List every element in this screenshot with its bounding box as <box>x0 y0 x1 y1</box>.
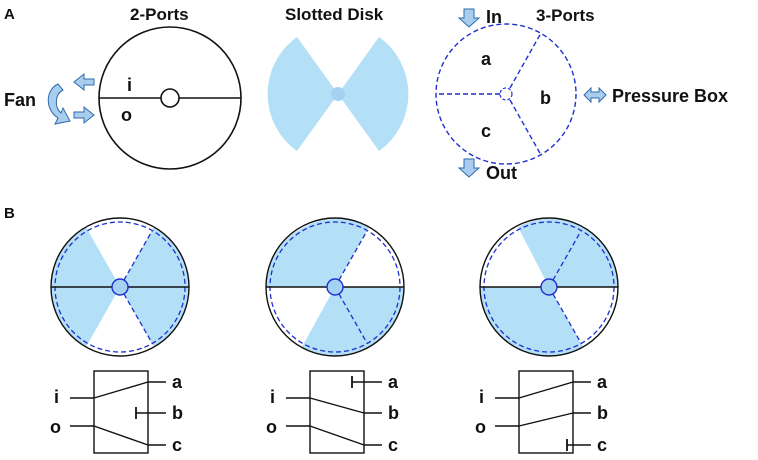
port-label-i: i <box>127 75 132 95</box>
disk-1-slot-upper-left <box>51 227 120 287</box>
slotted-disk-title: Slotted Disk <box>285 5 384 24</box>
schematic-2-in-i: i <box>270 387 275 407</box>
schematic-2-path-o-c <box>309 425 365 446</box>
disk-1-slot-right <box>120 227 189 287</box>
schematic-1-in-o: o <box>50 417 61 437</box>
schematic-3-path-o-b <box>518 412 574 427</box>
disk-1-dash-down <box>119 286 153 344</box>
section-label-b: B <box>4 205 15 222</box>
three-ports-title: 3-Ports <box>536 6 595 25</box>
schematic-3-out-b: b <box>597 403 608 423</box>
disk-2-slot-upper-right <box>304 218 369 287</box>
three-ports-hub <box>499 87 513 101</box>
disk-2-slot-upper <box>266 227 335 287</box>
schematic-1-out-a: a <box>172 372 183 392</box>
three-ports-divider-down <box>509 99 542 156</box>
disk-1-slot-lower-right <box>120 287 189 347</box>
two-ports-title: 2-Ports <box>130 5 189 24</box>
disk-2-dash-down <box>334 286 368 344</box>
schematic-1-path-o-c <box>93 425 149 446</box>
rotation-disk-1 <box>50 217 190 357</box>
slotted-disk-lobe-left <box>267 37 338 151</box>
schematic-2-in-o: o <box>266 417 277 437</box>
schematic-2-box <box>309 370 365 454</box>
out-arrow-icon <box>457 158 481 178</box>
schematic-3-box <box>518 370 574 454</box>
disk-2-slot-lower-left <box>302 287 369 356</box>
slotted-disk-diagram: Slotted Disk <box>267 5 409 151</box>
fan-arrow-out-icon <box>73 72 95 92</box>
disk-3-slot-lower <box>515 287 583 356</box>
schematic-2-out-b: b <box>388 403 399 423</box>
three-ports-dashed-circle <box>435 23 577 165</box>
schematic-2-path-i-b <box>309 397 365 414</box>
fan-curved-arrow-icon <box>47 83 71 125</box>
schematic-3-path-i-a <box>518 381 574 399</box>
schematic-1-out-b: b <box>172 403 183 423</box>
valve-schematic-3: i o a b c <box>475 370 608 455</box>
two-ports-diagram: 2-Ports i o <box>98 5 242 170</box>
schematic-3-in-o: o <box>475 417 486 437</box>
schematic-1-in-i: i <box>54 387 59 407</box>
in-arrow-icon <box>457 8 481 28</box>
slotted-disk-lobe-right <box>338 37 409 151</box>
pressure-box-double-arrow-icon <box>583 86 607 104</box>
sector-label-a: a <box>481 49 492 69</box>
disk-1-hub <box>111 278 129 296</box>
schematic-2-out-a: a <box>388 372 399 392</box>
schematic-3-out-c: c <box>597 435 607 455</box>
three-ports-divider-up <box>509 32 542 89</box>
sector-label-b: b <box>540 88 551 108</box>
schematic-1-path-i-a <box>93 381 149 399</box>
disk-3-dash-up <box>548 230 582 288</box>
pressure-box-label: Pressure Box <box>612 86 728 106</box>
rotation-disk-2 <box>265 217 405 357</box>
schematic-1-box <box>93 370 149 454</box>
fan-arrow-in-icon <box>73 105 95 125</box>
disk-2-dash-up <box>334 230 368 288</box>
schematic-3-out-a: a <box>597 372 608 392</box>
section-label-a: A <box>4 6 15 23</box>
fan-group: Fan <box>4 72 95 125</box>
disk-3-slot-upper <box>518 218 583 287</box>
schematic-3-in-i: i <box>479 387 484 407</box>
rotation-disk-3 <box>479 217 619 357</box>
disk-3-hub <box>540 278 558 296</box>
valve-schematic-2: i o a b c <box>266 370 399 455</box>
in-label: In <box>486 7 502 27</box>
sector-label-c: c <box>481 121 491 141</box>
out-label: Out <box>486 163 517 183</box>
disk-3-dash-down <box>548 286 582 344</box>
two-ports-hub <box>160 88 180 108</box>
disk-1-dash-up <box>119 230 153 288</box>
schematic-1-out-c: c <box>172 435 182 455</box>
schematic-2-out-c: c <box>388 435 398 455</box>
slotted-disk-hub <box>331 87 345 101</box>
disk-1-slot-lower <box>51 287 120 347</box>
three-ports-diagram: 3-Ports a b c In Out Pressure Box <box>435 6 728 183</box>
fan-label: Fan <box>4 90 36 110</box>
disk-2-hub <box>326 278 344 296</box>
valve-schematic-1: i o a b c <box>50 370 183 455</box>
port-label-o: o <box>121 105 132 125</box>
